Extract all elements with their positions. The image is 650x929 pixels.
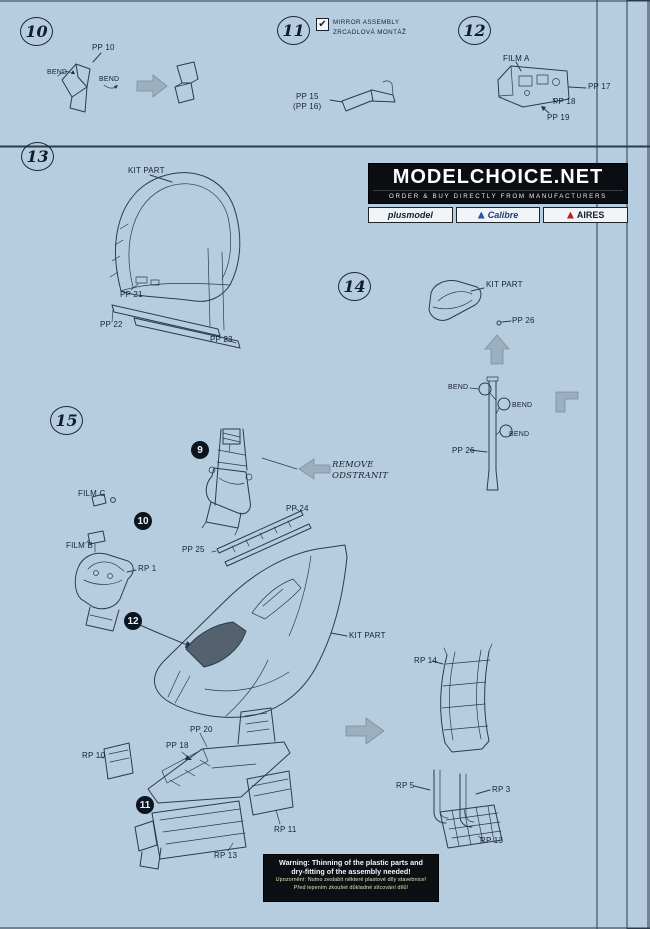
label-rp14: RP 14: [414, 656, 438, 665]
calibre-mark-icon: [477, 211, 485, 219]
label-rp13-left: RP 13: [214, 851, 238, 860]
callout-9: 9: [191, 441, 209, 459]
step11-drawing: [329, 80, 396, 112]
modelchoice-banner: MODELCHOICE.NET ORDER & BUY DIRECTLY FRO…: [368, 163, 629, 223]
step-number-13-text: 13: [26, 147, 49, 166]
step15-sill-strips: [211, 507, 312, 567]
label-rp1: RP 1: [138, 564, 157, 573]
label-bend-2: BEND: [99, 76, 120, 83]
aires-wing-icon: [566, 211, 574, 219]
step-number-10-text: 10: [25, 22, 48, 41]
label-rp11: RP 11: [274, 825, 297, 834]
warning-line1: Warning: Thinning of the plastic parts a…: [279, 858, 423, 867]
step14-drawing: [428, 280, 579, 491]
label-film-b: FILM B: [66, 541, 93, 550]
banner-logos-row: plusmodel Calibre AIRES: [368, 207, 629, 223]
banner-subtitle: ORDER & BUY DIRECTLY FROM MANUFACTURERS: [373, 190, 623, 200]
step-number-14-text: 14: [343, 277, 366, 296]
label-pp24: PP 24: [286, 504, 309, 513]
step15-seat-frame: [413, 643, 503, 849]
step12-drawing: [497, 61, 587, 114]
step-number-10: 10: [20, 17, 53, 46]
label-pp10: PP 10: [92, 43, 115, 52]
label-pp18-s12: PP 18: [553, 97, 576, 106]
step-number-11-text: 11: [282, 21, 305, 40]
step15-cockpit-tub: [74, 552, 194, 648]
banner-black-box: MODELCHOICE.NET ORDER & BUY DIRECTLY FRO…: [368, 163, 628, 204]
label-pp25: PP 25: [182, 545, 205, 554]
label-bend-1: BEND: [47, 69, 68, 76]
callout-11-text: 11: [139, 799, 151, 811]
logo-aires: AIRES: [543, 207, 629, 223]
warning-line4: Před lepením zkoušet důkladné slícování …: [293, 884, 409, 891]
label-pp21: PP 21: [120, 290, 143, 299]
mirror-assembly-note: ✔ MIRROR ASSEMBLY ZRCADLOVÁ MONTÁŽ: [316, 18, 406, 38]
logo-plusmodel-text: plusmodel: [387, 210, 433, 220]
remove-arrow-icon: [261, 457, 331, 480]
label-bend-5: BEND: [509, 431, 530, 438]
label-film-a: FILM A: [503, 54, 530, 63]
step-number-11: 11: [277, 16, 310, 45]
label-pp20: PP 20: [190, 725, 213, 734]
callout-9-text: 9: [197, 444, 203, 456]
label-pp16: (PP 16): [293, 102, 322, 111]
label-kit-part-s13: KIT PART: [128, 166, 165, 175]
step10-drawing: [57, 52, 199, 113]
step-number-13: 13: [21, 142, 54, 171]
label-film-c: FILM C: [78, 489, 106, 498]
mirror-assembly-en: MIRROR ASSEMBLY: [333, 19, 400, 26]
banner-title: MODELCHOICE.NET: [392, 166, 604, 188]
label-bend-3: BEND: [448, 384, 469, 391]
mirror-assembly-text: MIRROR ASSEMBLY ZRCADLOVÁ MONTÁŽ: [333, 18, 406, 38]
step-number-12-text: 12: [463, 21, 486, 40]
step13-drawing: [109, 172, 241, 349]
label-pp18-s15: PP 18: [166, 741, 189, 750]
label-bend-4: BEND: [512, 402, 533, 409]
label-rp10: RP 10: [82, 751, 106, 760]
callout-12: 12: [124, 612, 142, 630]
checkmark-icon: ✔: [318, 18, 327, 30]
label-pp26-top: PP 26: [512, 316, 535, 325]
label-remove-en: REMOVE: [332, 460, 374, 470]
callout-12-text: 12: [127, 615, 139, 627]
callout-10-text: 10: [137, 515, 149, 527]
label-rp13-right: RP 13: [480, 836, 504, 845]
step15-fuselage: [154, 544, 348, 718]
logo-calibre-text: Calibre: [487, 210, 519, 220]
label-pp15: PP 15: [296, 92, 319, 101]
step-number-15: 15: [50, 406, 83, 435]
warning-line2: dry-fitting of the assembly needed!: [291, 867, 411, 877]
label-pp17: PP 17: [588, 82, 611, 91]
callout-10: 10: [134, 512, 152, 530]
label-kit-part-s14: KIT PART: [486, 280, 523, 289]
label-kit-part-s15: KIT PART: [349, 631, 386, 640]
label-pp23: PP 23: [210, 335, 233, 344]
warning-line3: Upozornění: Nutno zeslabit některé plast…: [275, 876, 427, 883]
label-remove-cz: ODSTRANIT: [332, 471, 389, 481]
label-rp5: RP 5: [396, 781, 415, 790]
step-number-14: 14: [338, 272, 371, 301]
label-pp22: PP 22: [100, 320, 123, 329]
logo-calibre: Calibre: [455, 207, 541, 223]
checkbox: ✔: [316, 18, 329, 31]
assembly-arrow-icon: [345, 717, 385, 745]
label-pp26-bottom: PP 26: [452, 446, 475, 455]
mirror-assembly-cz: ZRCADLOVÁ MONTÁŽ: [333, 29, 407, 37]
logo-aires-text: AIRES: [576, 210, 605, 220]
logo-plusmodel: plusmodel: [368, 207, 453, 223]
label-rp3: RP 3: [492, 785, 511, 794]
step-number-15-text: 15: [55, 411, 78, 430]
callout-11: 11: [136, 796, 154, 814]
step15-film-parts: [85, 493, 116, 553]
step15-ejection-seat: [201, 428, 253, 536]
label-pp19: PP 19: [547, 113, 570, 122]
step-number-12: 12: [458, 16, 491, 45]
step15-cockpit-floor: [99, 707, 294, 870]
warning-box: Warning: Thinning of the plastic parts a…: [263, 854, 439, 902]
